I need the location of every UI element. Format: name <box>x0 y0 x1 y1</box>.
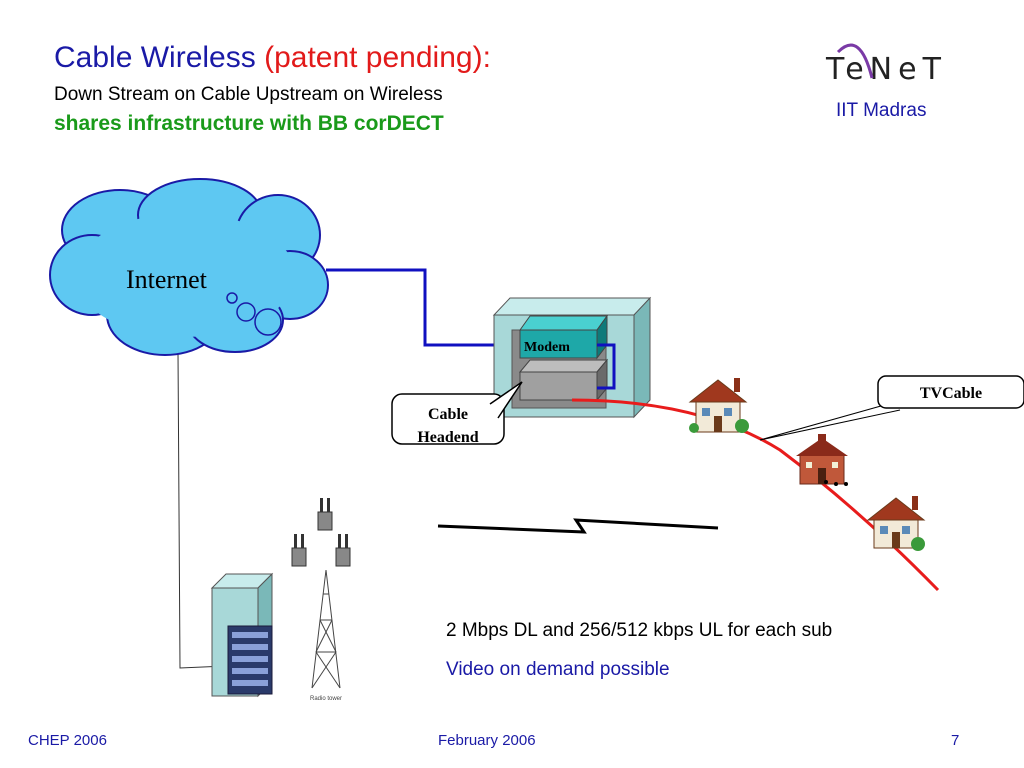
radio-tower-icon <box>291 498 351 689</box>
slide-number: 7 <box>951 732 960 749</box>
modem-box <box>519 329 598 359</box>
note-vod: Video on demand possible <box>446 659 670 680</box>
internet-label: Internet <box>126 265 208 294</box>
note-bandwidth: 2 Mbps DL and 256/512 kbps UL for each s… <box>446 620 833 641</box>
modem-label: Modem <box>524 340 570 355</box>
org-name: IIT Madras <box>836 100 927 121</box>
tvcable-label: TVCable <box>920 385 982 402</box>
headend-cabinet <box>492 296 652 419</box>
tower-label: Radio tower <box>310 696 342 702</box>
headend-callout <box>391 381 523 445</box>
headend-label-line2: Headend <box>417 429 478 446</box>
title-main: Cable Wireless <box>54 41 256 74</box>
highlight-text: shares infrastructure with BB corDECT <box>54 112 444 135</box>
tenet-logo: TeNeT <box>826 52 947 87</box>
logo-swoosh <box>836 43 874 79</box>
internet-to-base-line <box>177 351 227 669</box>
title-note: (patent pending): <box>264 41 491 74</box>
base-station-cabinet <box>210 572 274 698</box>
footer-event: CHEP 2006 <box>28 732 107 749</box>
tv-cable-line <box>571 398 940 592</box>
footer-date: February 2006 <box>438 732 536 749</box>
internet-to-headend-link <box>326 268 522 347</box>
headend-label-line1: Cable <box>428 406 468 423</box>
school-icon <box>796 434 848 486</box>
internet-cloud <box>49 178 329 356</box>
house-icon <box>688 378 749 433</box>
slide-title: Cable Wireless (patent pending): <box>54 40 491 76</box>
house-icon <box>866 496 926 551</box>
subtitle: Down Stream on Cable Upstream on Wireles… <box>54 84 443 105</box>
wireless-link <box>437 518 719 534</box>
tvcable-callout <box>759 375 1024 441</box>
